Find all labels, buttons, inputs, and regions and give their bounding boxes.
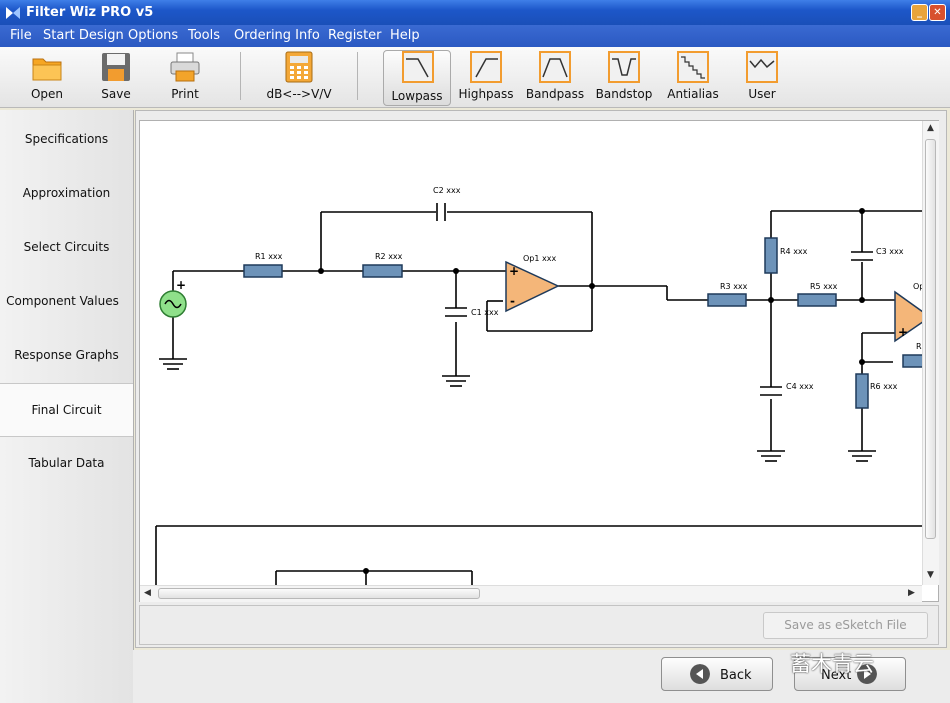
bandpass-icon	[539, 51, 571, 83]
lowpass-label: Lowpass	[391, 89, 443, 103]
calculator-icon	[285, 51, 313, 83]
menu-help[interactable]: Help	[390, 28, 420, 43]
label-r1: R1 xxx	[255, 252, 283, 261]
print-label: Print	[171, 87, 199, 101]
bandpass-button[interactable]: Bandpass	[523, 51, 587, 105]
printer-icon	[170, 52, 200, 82]
back-arrow-icon	[690, 664, 710, 684]
save-button[interactable]: Save	[84, 51, 148, 105]
bandstop-label: Bandstop	[595, 87, 653, 101]
lowpass-button[interactable]: Lowpass	[383, 50, 451, 106]
circuit-canvas[interactable]: + + - + R1 xxx R2 xxx	[139, 120, 939, 602]
menu-options[interactable]: Options	[128, 28, 179, 43]
back-button[interactable]: Back	[661, 657, 773, 691]
highpass-icon	[470, 51, 502, 83]
resistor-r5[interactable]	[797, 293, 837, 307]
save-esketch-button[interactable]: Save as eSketch File	[763, 612, 928, 639]
nav-item-specifications[interactable]: Specifications	[24, 132, 109, 146]
scroll-up-icon[interactable]: ▲	[927, 123, 934, 133]
label-c4: C4 xxx	[786, 382, 814, 391]
highpass-label: Highpass	[458, 87, 514, 101]
back-label: Back	[720, 668, 752, 683]
menu-bar: File Start Design Options Tools Ordering…	[0, 25, 950, 47]
minimize-button[interactable]: _	[911, 4, 928, 21]
label-op1: Op1 xxx	[523, 254, 556, 263]
scroll-left-icon[interactable]: ◀	[144, 588, 151, 598]
svg-text:+: +	[176, 278, 186, 292]
open-button[interactable]: Open	[15, 51, 79, 105]
svg-text:-: -	[510, 294, 515, 308]
label-c3: C3 xxx	[876, 247, 904, 256]
app-logo-icon	[6, 7, 20, 19]
user-label: User	[748, 87, 776, 101]
opamp-op2[interactable]	[894, 290, 932, 343]
open-label: Open	[30, 87, 64, 101]
antialias-icon	[677, 51, 709, 83]
resistor-r2[interactable]	[362, 264, 403, 278]
label-r3: R3 xxx	[720, 282, 748, 291]
nav-item-component-values[interactable]: Component Values	[6, 294, 119, 308]
vertical-scrollbar[interactable]: ▲ ▼	[922, 121, 939, 585]
user-filter-icon	[746, 51, 778, 83]
label-r2: R2 xxx	[375, 252, 403, 261]
close-button[interactable]: ✕	[929, 4, 946, 21]
window-title: Filter Wiz PRO v5	[26, 5, 154, 20]
user-button[interactable]: User	[730, 51, 794, 105]
db-convert-label: dB<-->V/V	[266, 87, 332, 101]
nav-item-response-graphs[interactable]: Response Graphs	[14, 348, 119, 362]
horizontal-scrollbar[interactable]: ◀ ▶	[140, 585, 922, 602]
resistor-r1[interactable]	[243, 264, 283, 278]
menu-start-design[interactable]: Start Design	[43, 28, 124, 43]
folder-icon	[32, 58, 62, 81]
label-c2: C2 xxx	[433, 186, 461, 195]
resistor-r3[interactable]	[707, 293, 747, 307]
scroll-down-icon[interactable]: ▼	[927, 570, 934, 580]
svg-text:+: +	[509, 264, 519, 278]
save-label: Save	[101, 87, 131, 101]
label-c1: C1 xxx	[471, 308, 499, 317]
menu-file[interactable]: File	[10, 28, 32, 43]
resistor-r4[interactable]	[764, 237, 778, 274]
print-button[interactable]: Print	[153, 51, 217, 105]
menu-tools[interactable]: Tools	[188, 28, 221, 43]
antialias-label: Antialias	[667, 87, 719, 101]
bandstop-button[interactable]: Bandstop	[592, 51, 656, 105]
next-arrow-icon	[857, 664, 877, 684]
db-convert-button[interactable]: dB<-->V/V	[265, 51, 333, 105]
lowpass-icon	[402, 51, 434, 83]
opamp-op1[interactable]	[505, 260, 560, 313]
bandstop-icon	[608, 51, 640, 83]
svg-text:+: +	[898, 325, 908, 339]
antialias-button[interactable]: Antialias	[661, 51, 725, 105]
vertical-scroll-thumb[interactable]	[925, 139, 936, 539]
toolbar: Open Save Print dB<-->V/	[0, 47, 950, 108]
highpass-button[interactable]: Highpass	[454, 51, 518, 105]
next-button[interactable]: Next	[794, 657, 906, 691]
menu-ordering-info[interactable]: Ordering Info	[234, 28, 320, 43]
sidebar-nav: Specifications Approximation Select Circ…	[0, 110, 134, 703]
circuit-schematic: + + - + R1 xxx R2 xxx	[155, 186, 932, 591]
label-r4: R4 xxx	[780, 247, 808, 256]
title-bar: Filter Wiz PRO v5 _ ✕	[0, 0, 950, 25]
label-r5: R5 xxx	[810, 282, 838, 291]
horizontal-scroll-thumb[interactable]	[158, 588, 480, 599]
bandpass-label: Bandpass	[525, 87, 585, 101]
nav-item-select-circuits[interactable]: Select Circuits	[23, 240, 110, 254]
toolbar-separator	[357, 52, 358, 100]
resistor-r6[interactable]	[855, 373, 869, 409]
watermark-text: 蓄木青云	[790, 652, 874, 676]
next-label: Next	[821, 668, 852, 683]
label-r-partial: R	[916, 342, 922, 351]
label-r6: R6 xxx	[870, 382, 898, 391]
save-disk-icon	[102, 53, 130, 81]
nav-item-tabular-data[interactable]: Tabular Data	[28, 456, 105, 470]
toolbar-separator	[240, 52, 241, 100]
nav-item-approximation[interactable]: Approximation	[22, 186, 111, 200]
scroll-right-icon[interactable]: ▶	[908, 588, 915, 598]
label-op2: Op	[913, 282, 924, 291]
menu-register[interactable]: Register	[328, 28, 382, 43]
nav-item-final-circuit[interactable]: Final Circuit	[0, 383, 133, 437]
